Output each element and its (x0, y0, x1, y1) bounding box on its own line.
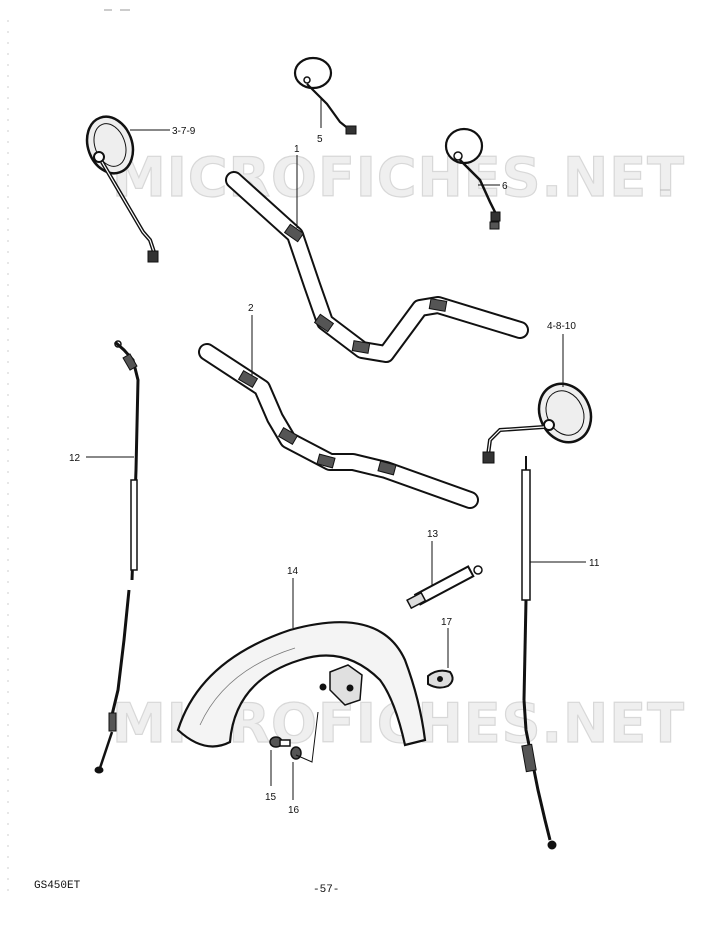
callout-13: 13 (427, 529, 439, 540)
callout-15: 15 (265, 792, 277, 803)
part-17 (427, 669, 454, 689)
mirror-5 (293, 56, 357, 135)
callout-6: 6 (502, 181, 508, 192)
handlebar-1 (225, 171, 529, 363)
front-fender-14 (176, 621, 427, 748)
callout-3-7-9: 3-7-9 (172, 126, 196, 137)
model-code: GS450ET (34, 880, 81, 892)
callout-5: 5 (317, 134, 323, 145)
callout-2: 2 (248, 303, 254, 314)
callout-17: 17 (441, 617, 453, 628)
callout-12: 12 (69, 453, 81, 464)
mirror-3-7-9 (85, 115, 159, 263)
mirror-4-8-10 (482, 382, 593, 464)
callout-11: 11 (589, 558, 600, 569)
part-13 (406, 565, 483, 610)
handlebar-2 (198, 343, 479, 509)
callout-4-8-10: 4-8-10 (547, 321, 576, 332)
bolt-15 (269, 736, 291, 748)
cable-11 (521, 456, 557, 850)
cable-12 (94, 340, 140, 774)
leader-fender-mount (295, 711, 319, 763)
callout-14: 14 (287, 566, 299, 577)
callout-1: 1 (294, 144, 300, 155)
page-number: -57- (313, 884, 340, 896)
watermark-top: MICROFICHES.NET (112, 146, 685, 209)
mirror-6 (444, 127, 501, 230)
washer-16 (290, 746, 302, 760)
callout-16: 16 (288, 805, 300, 816)
